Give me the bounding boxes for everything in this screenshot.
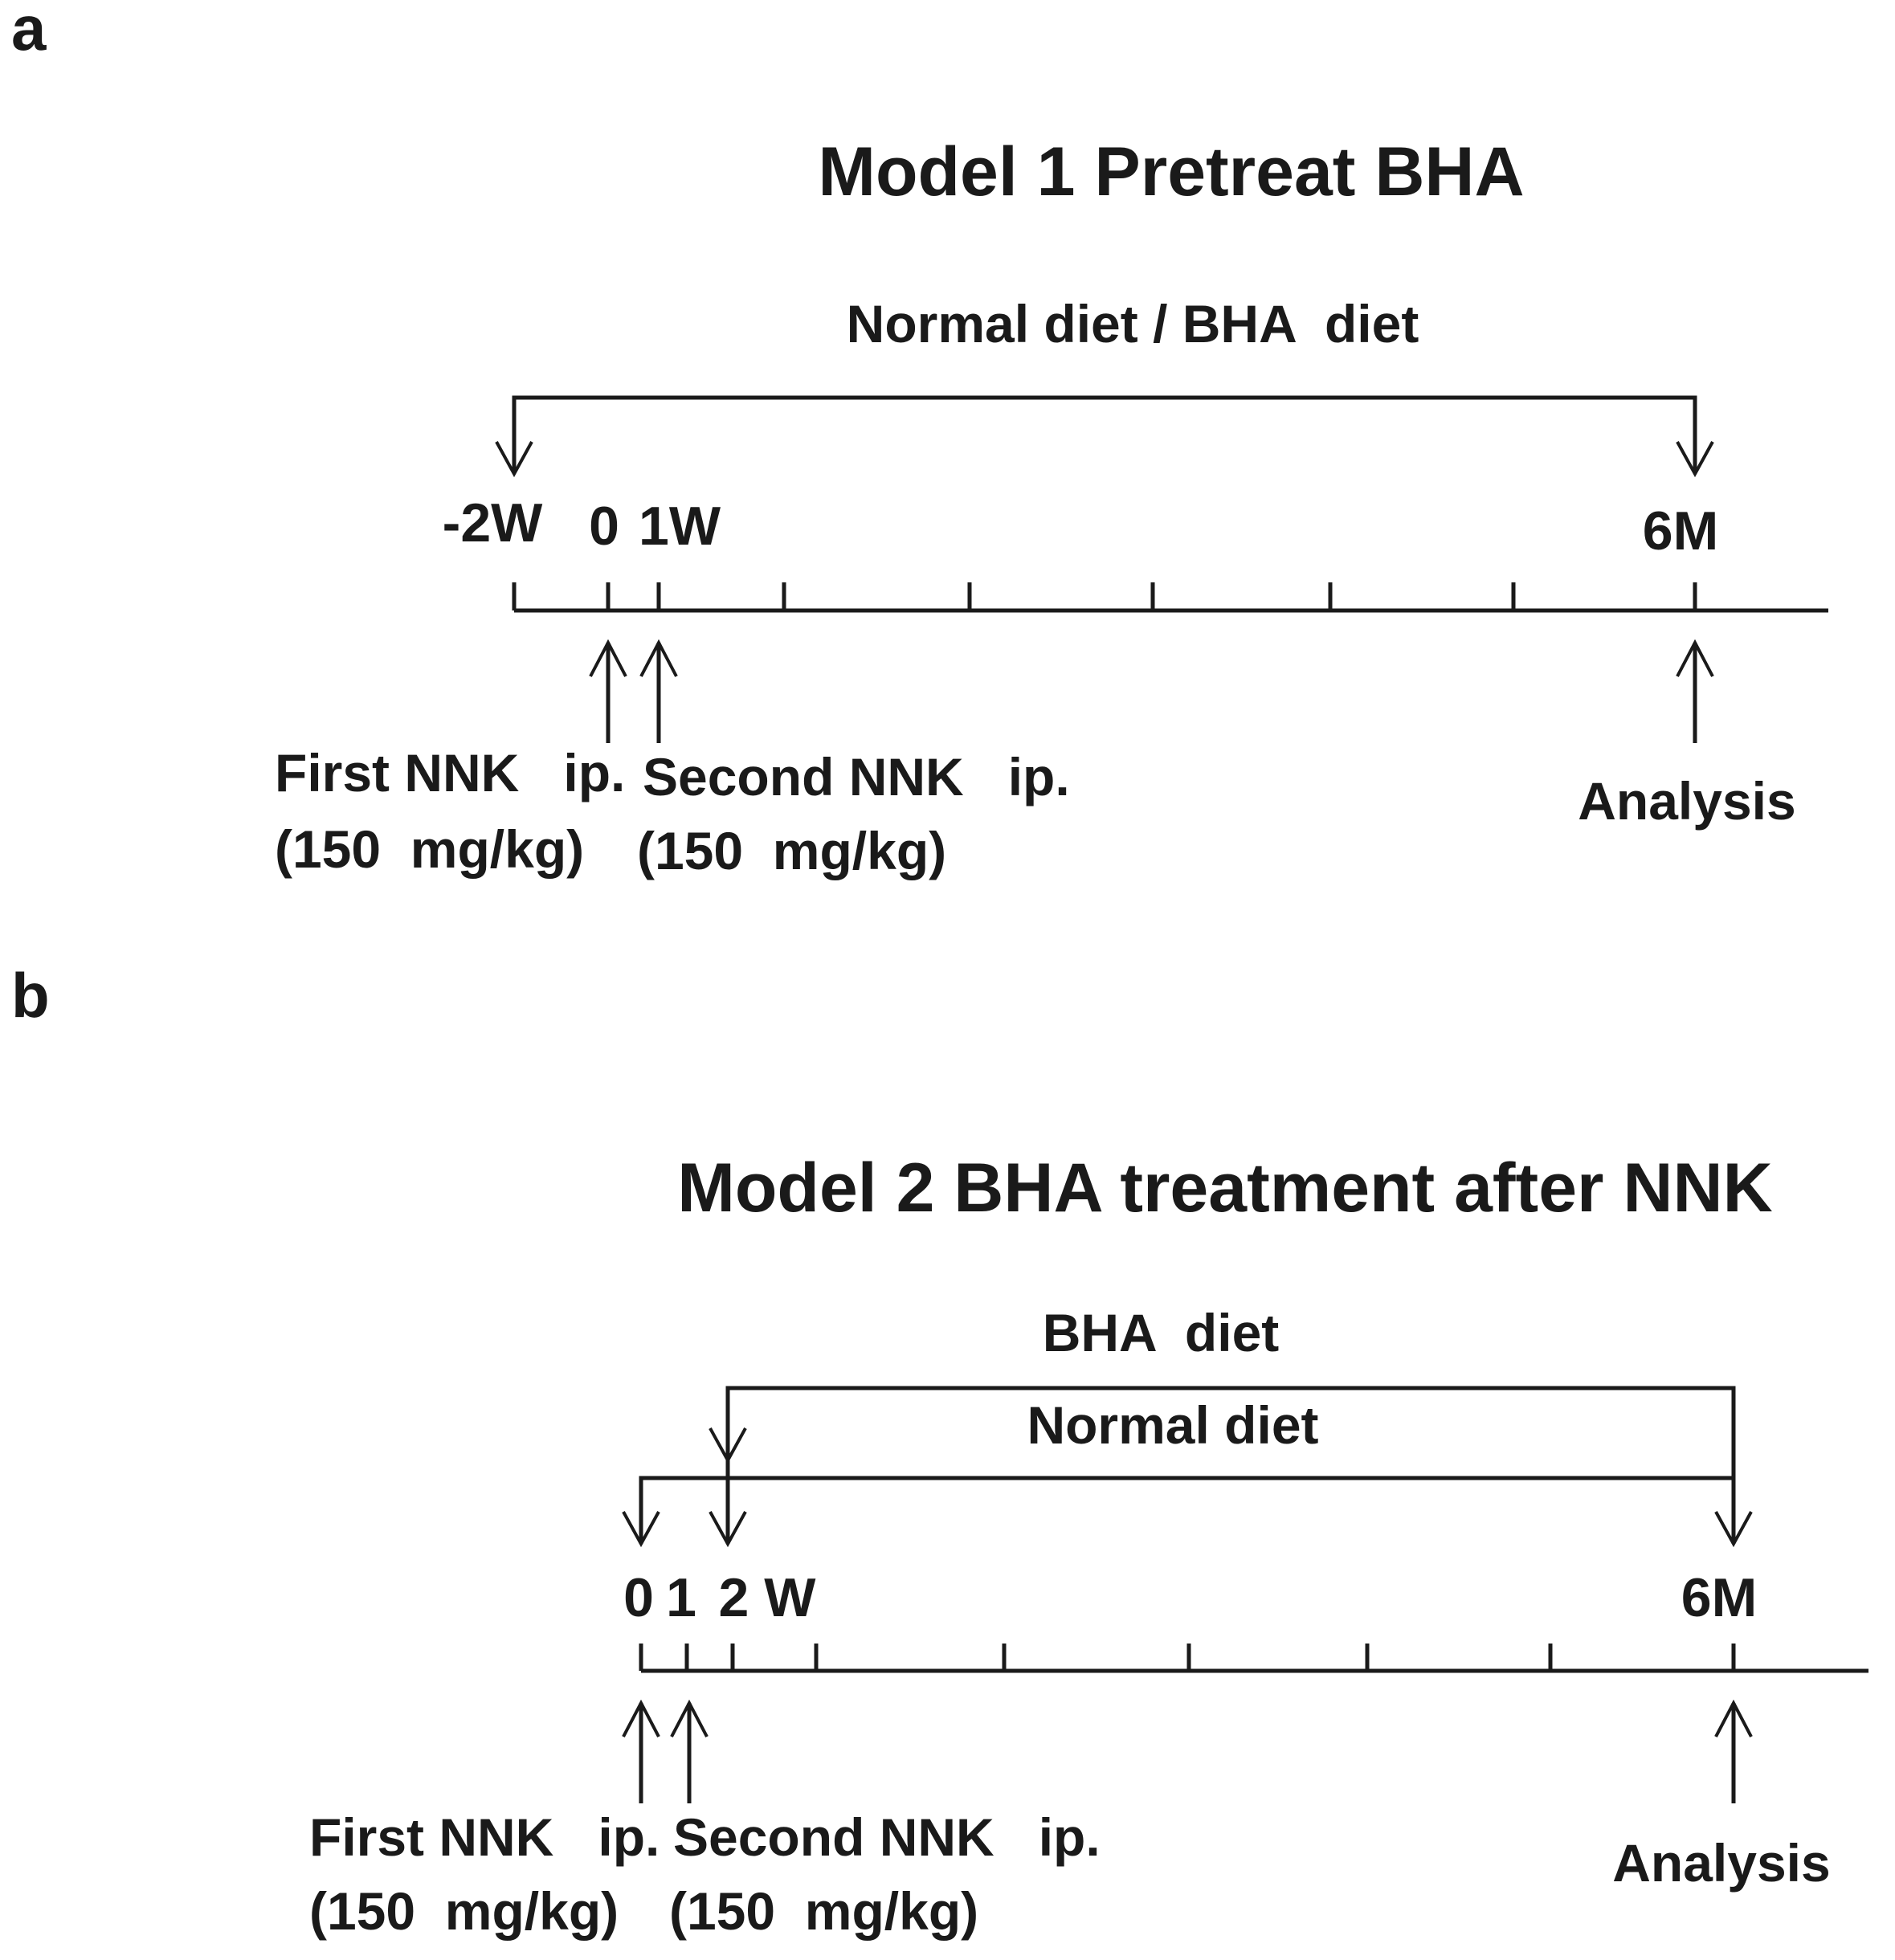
panel-a-diet-bracket — [512, 395, 1697, 472]
panel-a-letter: a — [11, 0, 47, 63]
panel-a-second-dose-label: (150 mg/kg) — [637, 821, 946, 880]
panel-a-start-arrowhead — [495, 441, 533, 478]
panel-a-first-injection-arrow — [589, 639, 627, 743]
panel-b-analysis-arrow — [1714, 1699, 1753, 1803]
panel-a-second-injection-label: Second NNK ip. — [643, 747, 1070, 806]
panel-b-end-arrowhead — [1714, 1511, 1753, 1548]
panel-b-tick-label-0: 0 — [623, 1567, 654, 1628]
panel-b-normal-diet-bracket — [639, 1476, 1734, 1544]
panel-b-first-injection-label: First NNK ip. — [309, 1807, 660, 1867]
panel-b-title: Model 2 BHA treatment after NNK — [677, 1149, 1772, 1227]
panel-a-first-injection-label: First NNK ip. — [275, 743, 625, 802]
panel-b-analysis-label: Analysis — [1612, 1833, 1830, 1893]
panel-b-tick-label-2w: 2 W — [719, 1567, 817, 1628]
panel-a-analysis-label: Analysis — [1578, 771, 1795, 831]
panel-b-tick-label-6m: 6M — [1681, 1567, 1757, 1628]
panel-b-first-injection-arrow — [622, 1699, 660, 1803]
panel-b-bha-start-arrowhead-upper — [709, 1427, 747, 1464]
panel-b-tick-label-1: 1 — [666, 1567, 696, 1628]
panel-b-bha-diet-bracket — [725, 1386, 1736, 1544]
panel-b-bha-start-arrowhead — [709, 1511, 747, 1548]
panel-a-diet-label: Normal diet / BHA diet — [847, 294, 1419, 353]
panel-a-tick-label-0: 0 — [589, 496, 619, 557]
panel-a-end-arrowhead — [1676, 441, 1714, 478]
panel-a-tick-label-minus-2w: -2W — [443, 492, 543, 553]
panel-b-first-dose-label: (150 mg/kg) — [309, 1881, 619, 1941]
panel-a-ticks — [512, 582, 1697, 610]
panel-b-normal-diet-label: Normal diet — [1027, 1395, 1318, 1455]
panel-a-title: Model 1 Pretreat BHA — [818, 133, 1524, 210]
panel-a-first-dose-label: (150 mg/kg) — [275, 819, 584, 879]
panel-b-second-injection-label: Second NNK ip. — [673, 1807, 1101, 1867]
panel-a-analysis-arrow — [1676, 639, 1714, 743]
panel-b-second-dose-label: (150 mg/kg) — [669, 1881, 978, 1941]
panel-b-normal-start-arrowhead — [622, 1511, 660, 1548]
panel-a-second-injection-arrow — [639, 639, 678, 743]
panel-b-bha-diet-label: BHA diet — [1043, 1303, 1280, 1362]
panel-b-letter: b — [11, 960, 50, 1031]
panel-a-tick-label-1w: 1W — [639, 496, 721, 557]
panel-b: b Model 2 BHA treatment after NNK BHA di… — [11, 960, 1868, 1941]
panel-b-ticks — [639, 1644, 1736, 1671]
panel-a-tick-label-6m: 6M — [1643, 500, 1718, 561]
panel-a: a Model 1 Pretreat BHA Normal diet / BHA… — [11, 0, 1828, 880]
panel-b-second-injection-arrow — [670, 1699, 709, 1803]
